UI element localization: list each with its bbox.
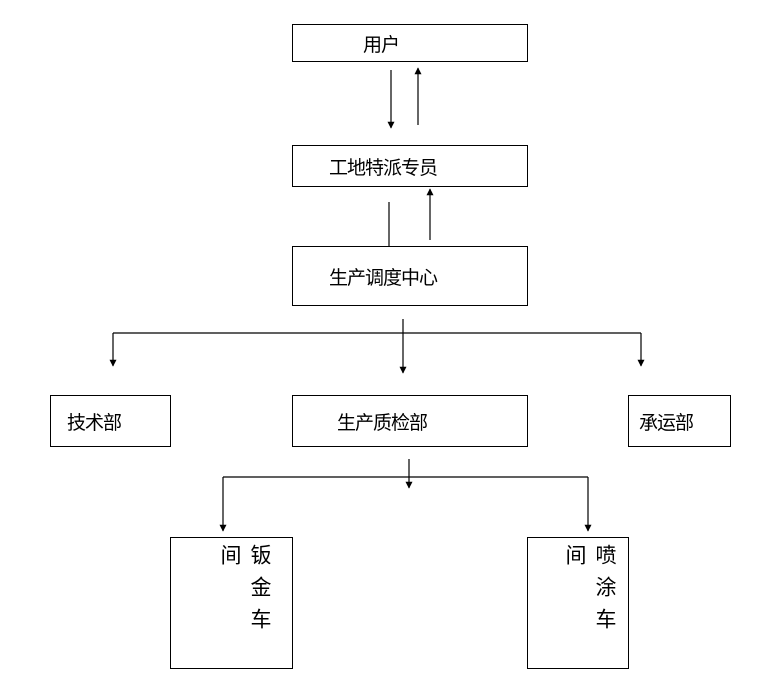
- node-spray-shop: 喷涂车间: [527, 537, 629, 669]
- node-sheet-metal-shop-label: 钣金车间: [218, 544, 272, 640]
- node-qc-dept-label: 生产质检部: [337, 411, 428, 434]
- node-qc-dept: 生产质检部: [292, 395, 528, 447]
- node-dispatch-center: 生产调度中心: [292, 246, 528, 306]
- node-user: 用户: [292, 24, 528, 62]
- node-dispatch-center-label: 生产调度中心: [329, 266, 438, 289]
- node-transport-dept-label: 承运部: [639, 411, 694, 434]
- node-transport-dept: 承运部: [628, 395, 731, 447]
- node-tech-dept-label: 技术部: [67, 411, 122, 434]
- node-sheet-metal-shop: 钣金车间: [170, 537, 293, 669]
- node-spray-shop-label: 喷涂车间: [563, 544, 617, 640]
- node-user-label: 用户: [363, 33, 400, 56]
- node-site-agent: 工地特派专员: [292, 145, 528, 187]
- node-site-agent-label: 工地特派专员: [329, 156, 438, 179]
- node-tech-dept: 技术部: [50, 395, 171, 447]
